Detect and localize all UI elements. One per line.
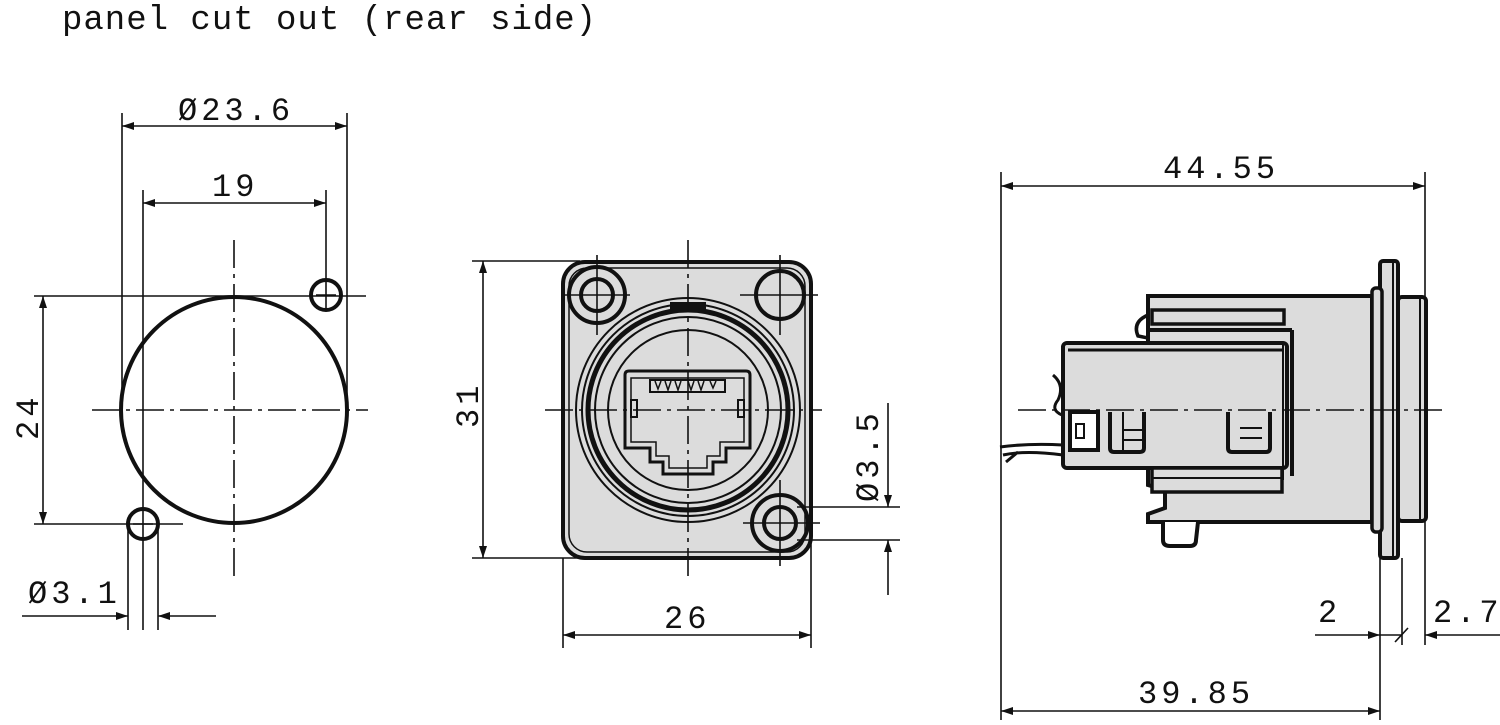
- dim-hole-spacing: 19: [212, 169, 258, 206]
- drawing-title: panel cut out (rear side): [62, 2, 598, 40]
- side-view: 44.55 39.85 2 2.7: [999, 151, 1500, 720]
- dim-flange-width: 26: [664, 601, 710, 638]
- dim-vertical-spacing: 24: [11, 394, 48, 440]
- dim-flange-height: 31: [451, 382, 488, 428]
- dim-cutout-diameter: Ø23.6: [178, 93, 294, 130]
- dim-flange-thickness: 2: [1318, 595, 1341, 632]
- dim-flange-hole-diameter: Ø3.5: [851, 409, 888, 502]
- dim-hole-diameter: Ø3.1: [28, 576, 121, 613]
- dim-overall-length: 44.55: [1163, 151, 1279, 188]
- front-view: 31 26 Ø3.5: [451, 240, 900, 648]
- dim-body-length: 39.85: [1138, 676, 1254, 713]
- dim-front-depth: 2.7: [1433, 595, 1500, 632]
- panel-cutout-view: Ø23.6 19 24 Ø3.1: [11, 93, 368, 630]
